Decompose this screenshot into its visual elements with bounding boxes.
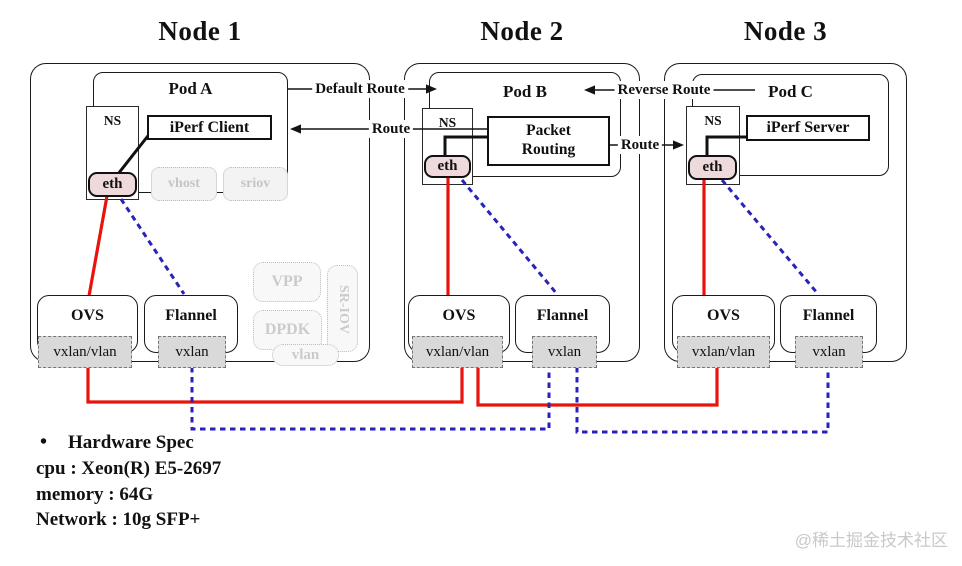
eth-interface-pod-c: eth xyxy=(688,155,737,180)
pod-a-title: Pod A xyxy=(168,79,213,98)
vxlan-tunnel-node-3: vxlan xyxy=(795,336,863,368)
pod-b-title: Pod B xyxy=(503,82,547,101)
node-1-title: Node 1 xyxy=(158,16,242,46)
sriov-box: sriov xyxy=(223,167,288,201)
flannel-path-node1-node2 xyxy=(190,367,551,431)
vxlan-vlan-tunnel-node-3: vxlan/vlan xyxy=(677,336,770,368)
hardware-spec-title: • Hardware Spec xyxy=(36,431,194,454)
vxlan-vlan-tunnel-node-2: vxlan/vlan xyxy=(412,336,503,368)
packet-routing-box: Packet Routing xyxy=(487,116,610,166)
hardware-spec-memory: memory : 64G xyxy=(36,484,154,505)
vhost-box: vhost xyxy=(151,167,217,201)
node-2-title: Node 2 xyxy=(480,16,564,46)
sr-iov-box: SR-IOV xyxy=(327,265,358,352)
hardware-spec-network: Network : 10g SFP+ xyxy=(36,509,201,530)
pod-c-title: Pod C xyxy=(768,82,813,101)
vpp-box: VPP xyxy=(253,262,321,302)
node-3-title: Node 3 xyxy=(743,16,828,46)
dpdk-box: DPDK xyxy=(253,310,322,350)
hardware-spec-title-text: Hardware Spec xyxy=(68,432,194,453)
reverse-route-label: Reverse Route xyxy=(614,81,714,99)
iperf-server-box: iPerf Server xyxy=(746,115,870,141)
eth-interface-pod-a: eth xyxy=(88,172,137,197)
vxlan-tunnel-node-2: vxlan xyxy=(532,336,597,368)
hardware-spec-cpu: cpu : Xeon(R) E5-2697 xyxy=(36,458,222,479)
sr-iov-label: SR-IOV xyxy=(336,284,351,334)
bullet-icon: • xyxy=(40,431,48,453)
ovs-path-node2-node3 xyxy=(476,367,719,407)
vxlan-tunnel-node-1: vxlan xyxy=(158,336,226,368)
vxlan-vlan-tunnel-node-1: vxlan/vlan xyxy=(38,336,132,368)
route-to-pod-c-label: Route xyxy=(617,136,663,154)
route-to-pod-a-label: Route xyxy=(368,120,414,138)
default-route-label: Default Route xyxy=(312,80,408,98)
ovs-path-node1-node2 xyxy=(86,367,464,404)
flannel-path-node2-node3 xyxy=(575,367,830,434)
eth-interface-pod-b: eth xyxy=(424,155,471,178)
packet-routing-label: Packet Routing xyxy=(521,122,576,158)
iperf-client-box: iPerf Client xyxy=(147,115,272,140)
watermark: @稀土掘金技术社区 xyxy=(794,531,948,550)
vlan-box: vlan xyxy=(272,344,339,366)
